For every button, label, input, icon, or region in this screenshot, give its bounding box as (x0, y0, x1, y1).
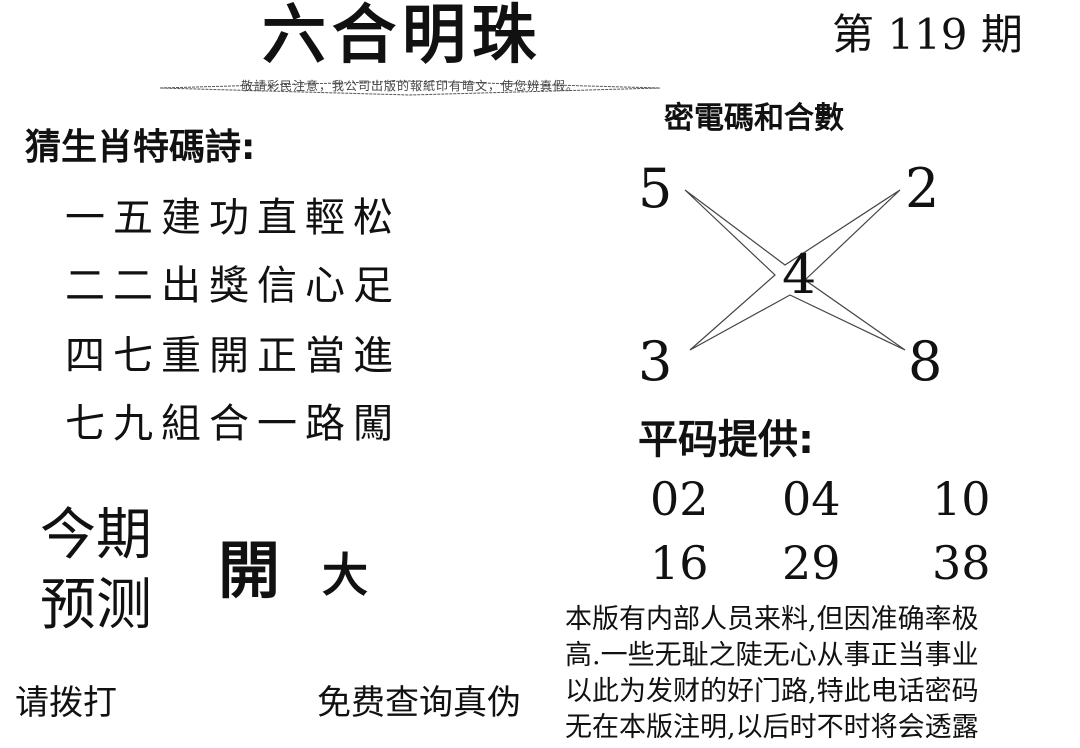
poem-line: 七九組合一路闖 (65, 401, 401, 447)
banner-text: 敬請彩民注意，我公司出版的報紙印有暗文，使您辨真假。 (240, 79, 579, 93)
flat-code: 16 (650, 536, 709, 590)
notice-line: 以此为发财的好门路,特此电话密码 (565, 676, 979, 707)
notice-line: 高.一些无耻之陡无心从事正当事业 (565, 640, 979, 671)
poem-line: 一五建功直輕松 (65, 195, 401, 241)
issue-number: 第 119 期 (832, 10, 1023, 59)
flat-code: 02 (650, 472, 709, 526)
anti-fake-banner: 敬請彩民注意，我公司出版的報紙印有暗文，使您辨真假。 (160, 80, 660, 96)
star-diagram (684, 189, 906, 351)
flat-code: 38 (932, 536, 991, 590)
secret-center: 4 (782, 243, 817, 306)
secret-top-right: 2 (905, 157, 940, 220)
secret-bottom-left: 3 (638, 330, 673, 393)
banner-diamond-lines (160, 80, 660, 96)
poem-heading: 猜生肖特碼詩: (25, 127, 256, 168)
poem-line: 四七重開正當進 (65, 333, 401, 379)
verify-suffix: 免费查询真伪 (317, 683, 521, 723)
prediction-label-1: 今期 (40, 503, 152, 568)
prediction-value-2: 大 (322, 548, 368, 602)
flat-codes-heading: 平码提供: (638, 417, 814, 463)
verify-line: 请拨打 免费查询真伪 (15, 686, 521, 720)
flat-code: 10 (932, 472, 991, 526)
secret-bottom-right: 8 (908, 330, 943, 393)
prediction-value-1: 開 (218, 534, 281, 607)
secret-top-left: 5 (638, 157, 673, 220)
notice-paragraph: 本版有内部人员来料,但因准确率极 高.一些无耻之陡无心从事正当事业 以此为发财的… (565, 602, 1077, 746)
flat-code: 04 (782, 472, 841, 526)
secret-heading: 密電碼和合數 (664, 101, 844, 136)
notice-line: 本版有内部人员来料,但因准确率极 (565, 604, 979, 635)
prediction-label-2: 预测 (40, 573, 152, 638)
notice-line: 无在本版注明,以后时不时将会透露 (565, 712, 979, 743)
page-title: 六合明珠 (262, 0, 542, 73)
flat-code: 29 (782, 536, 841, 590)
verify-prefix: 请拨打 (15, 683, 117, 723)
poem-line: 二二出獎信心足 (65, 263, 401, 309)
